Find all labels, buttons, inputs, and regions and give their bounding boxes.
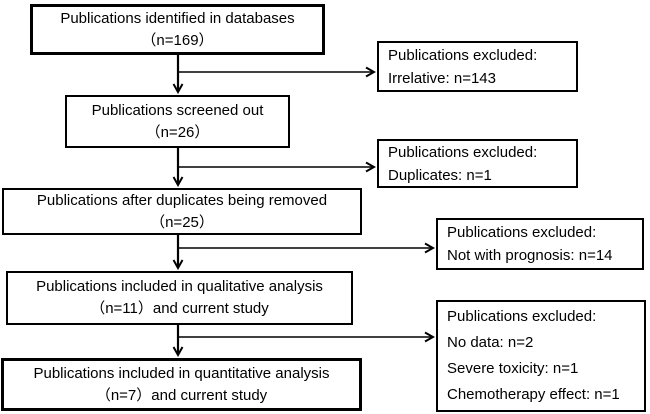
excluded-reason: Not with prognosis: n=14 [447,247,613,264]
excluded-box-not-with-prognosis: Publications excluded: Not with prognosi… [436,218,644,270]
excluded-heading: Publications excluded: [447,224,597,241]
flow-box-quantitative-analysis: Publications included in quantitative an… [1,358,362,411]
excluded-box-duplicates: Publications excluded: Duplicates: n=1 [377,139,578,188]
excluded-reason: No data: n=2 [447,334,534,351]
excluded-heading: Publications excluded: [447,308,597,325]
box-text-line: Publications identified in databases [60,9,295,27]
box-text-line: Publications included in quantitative an… [33,364,330,382]
box-count-line: （n=11）and current study [90,300,269,317]
box-text-line: Publications included in qualitative ana… [36,278,323,295]
excluded-box-other-reasons: Publications excluded: No data: n=2 Seve… [436,300,646,412]
box-text-line: Publications after duplicates being remo… [36,191,328,209]
box-text-line: Publications screened out [91,101,264,119]
box-count-line: （n=169） [141,31,214,49]
box-count-line: （n=7）and current study [95,386,268,404]
flow-box-screened: Publications screened out （n=26） [65,95,290,148]
excluded-box-irrelative: Publications excluded: Irrelative: n=143 [377,41,578,92]
excluded-heading: Publications excluded: [388,46,538,64]
box-count-line: （n=26） [145,123,210,141]
excluded-reason: Severe toxicity: n=1 [447,360,579,377]
box-count-line: （n=25） [150,213,214,231]
flow-box-qualitative-analysis: Publications included in qualitative ana… [6,271,353,325]
excluded-reason: Duplicates: n=1 [388,166,492,184]
excluded-heading: Publications excluded: [388,143,538,161]
excluded-reason: Chemotherapy effect: n=1 [447,386,620,403]
flow-box-identified: Publications identified in databases （n=… [30,4,325,55]
flow-box-duplicates-removed: Publications after duplicates being remo… [2,188,362,235]
excluded-reason: Irrelative: n=143 [388,69,496,87]
